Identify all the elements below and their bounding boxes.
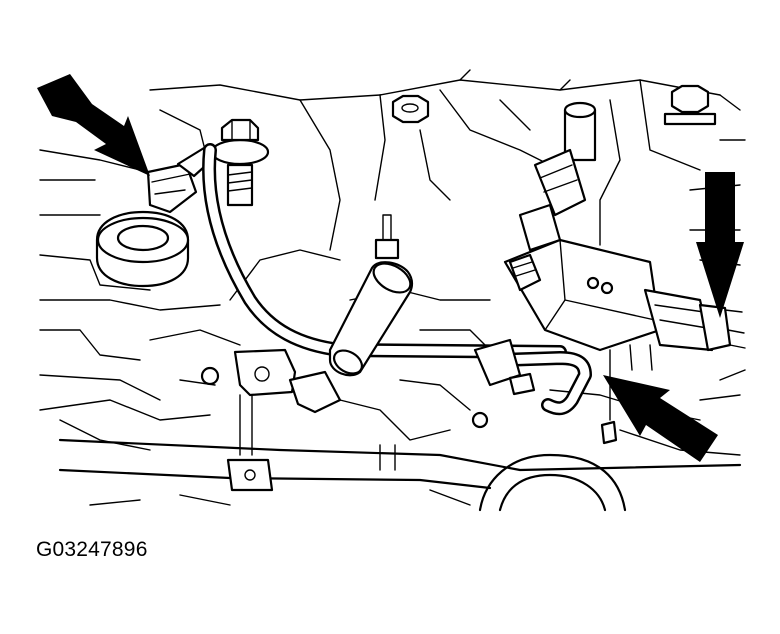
top-right-bolt — [663, 84, 717, 126]
lower-right-clip — [600, 344, 653, 445]
small-bosses — [200, 366, 489, 429]
figure-id-label: G03247896 — [36, 538, 148, 561]
right-vertical-arrow — [696, 172, 744, 318]
center-sensor — [226, 348, 342, 492]
upper-hex-bolt — [391, 94, 430, 124]
top-center-bolt — [210, 118, 270, 207]
lower-right-arrow — [603, 375, 718, 462]
center-stud-bolt — [374, 214, 400, 260]
electrical-connector — [503, 238, 746, 352]
hose-fitting — [328, 261, 414, 377]
connector-bracket — [473, 338, 592, 416]
vacuum-hose — [202, 143, 567, 359]
upper-left-arrow — [37, 74, 150, 176]
housing-boss — [95, 210, 190, 288]
upper-right-actuator — [518, 101, 597, 252]
